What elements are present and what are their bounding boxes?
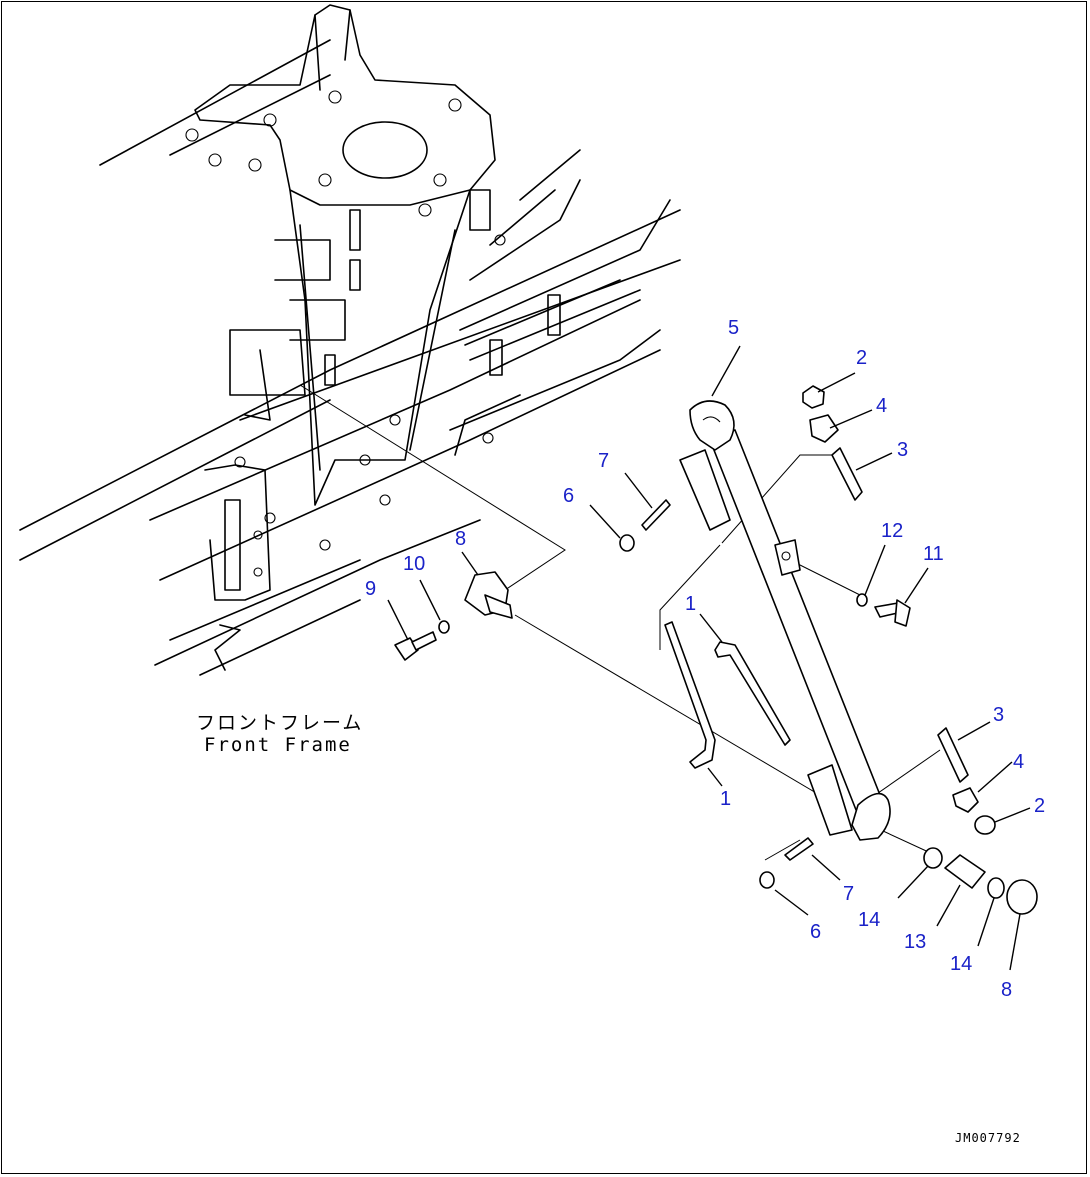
- front-frame-structure: [19, 4, 681, 676]
- callout-10: 10: [403, 553, 425, 575]
- clip-4-upper: [809, 414, 839, 443]
- callout-5: 5: [728, 317, 739, 339]
- pin-7-lower: [784, 837, 814, 861]
- callout-11: 11: [923, 543, 944, 565]
- callout-3-upper: 3: [897, 439, 908, 461]
- parts: [394, 385, 1038, 915]
- callout-4-lower: 4: [1013, 751, 1024, 773]
- lower-bracket: [807, 764, 853, 836]
- washer-12: [856, 593, 868, 607]
- link-hook-bottom: [851, 792, 891, 841]
- callout-12: 12: [881, 520, 903, 542]
- pin-7-upper: [641, 499, 671, 531]
- l-bar-lower: [664, 621, 716, 769]
- side-tab: [774, 539, 801, 576]
- callout-6-lower: 6: [810, 921, 821, 943]
- clip-4-lower: [952, 787, 979, 813]
- upper-bracket: [679, 449, 731, 531]
- callout-1-upper: 1: [685, 593, 696, 615]
- front-frame-label-jp: フロントフレーム: [196, 712, 364, 734]
- nut-2-upper: [802, 385, 825, 409]
- callout-2-lower: 2: [1034, 795, 1045, 817]
- pin-3-lower: [937, 727, 969, 783]
- callout-8-lower: 8: [1001, 979, 1012, 1001]
- nut-2-lower: [974, 815, 996, 835]
- drawing-code: JM007792: [955, 1131, 1021, 1145]
- link-hook-top: [689, 400, 735, 451]
- callout-9: 9: [365, 578, 376, 600]
- bushing-14a: [923, 847, 943, 869]
- bushing-14b: [987, 877, 1005, 899]
- callout-14-left: 14: [858, 909, 880, 931]
- callout-1-lower: 1: [720, 788, 731, 810]
- callout-2-upper: 2: [856, 347, 867, 369]
- callout-7-lower: 7: [843, 883, 854, 905]
- pin-3-upper: [831, 447, 863, 501]
- callout-8-upper: 8: [455, 528, 466, 550]
- plate-8-lower: [1006, 879, 1038, 915]
- callout-4-upper: 4: [876, 395, 887, 417]
- washer-10: [438, 620, 450, 634]
- cap-6-upper: [619, 534, 635, 552]
- l-bar-upper: [714, 641, 791, 746]
- callouts: 5 2 4 3 7 6 12 11 8 10 9 1 1: [365, 317, 1045, 1001]
- callout-3-lower: 3: [993, 704, 1004, 726]
- cap-6-lower: [759, 871, 775, 889]
- callout-6-upper: 6: [563, 485, 574, 507]
- callout-14-right: 14: [950, 953, 972, 975]
- callout-13: 13: [904, 931, 926, 953]
- callout-7-upper: 7: [598, 450, 609, 472]
- front-frame-label-en: Front Frame: [204, 734, 352, 756]
- pin-13: [944, 854, 986, 889]
